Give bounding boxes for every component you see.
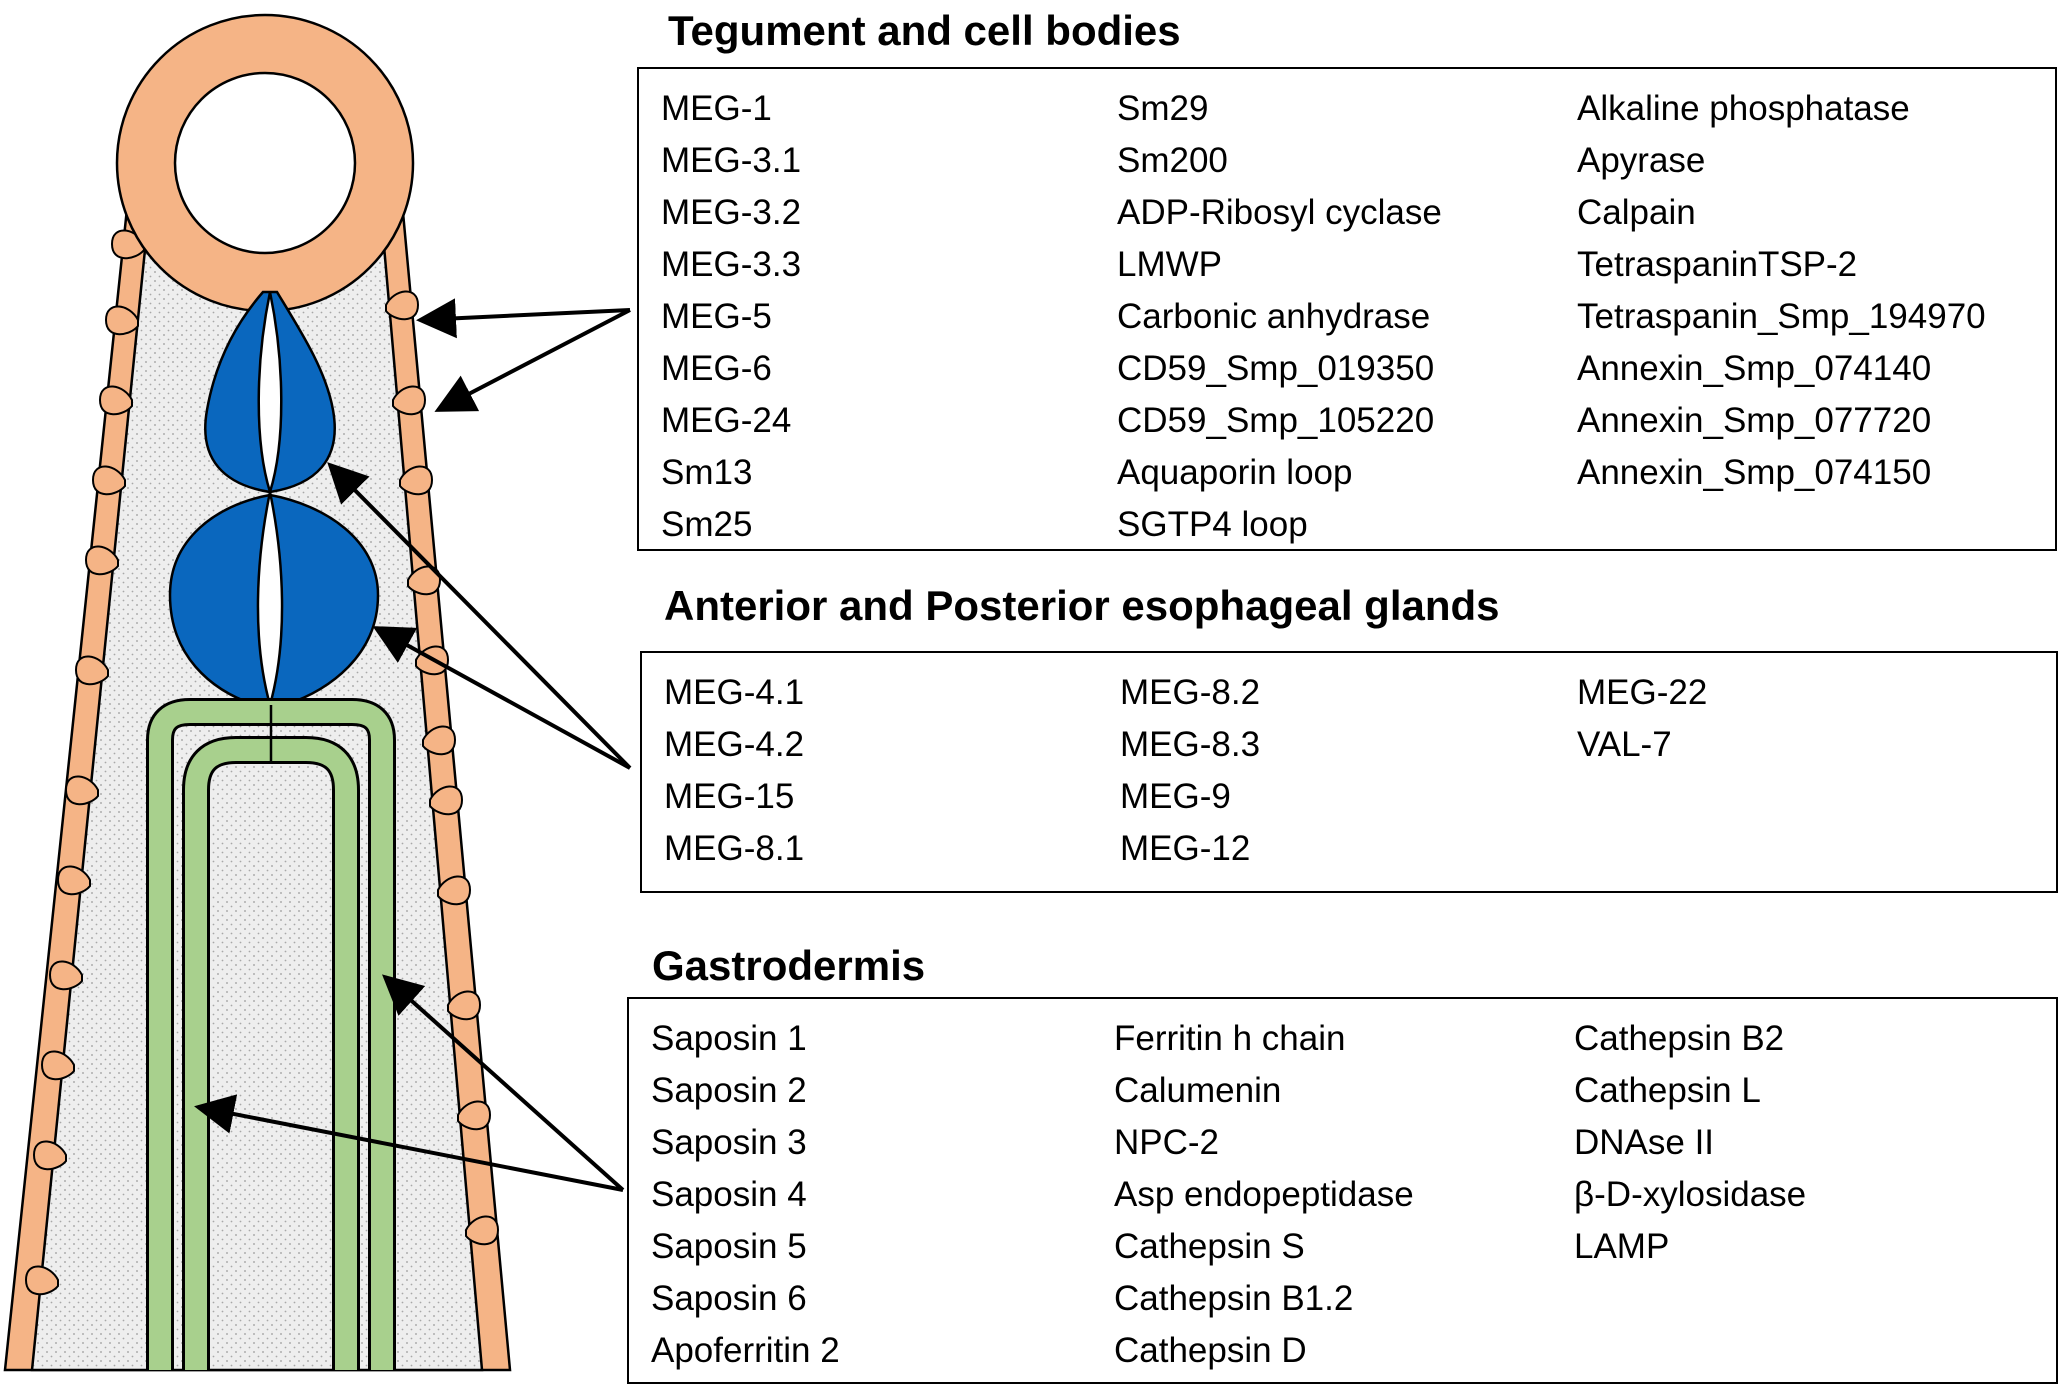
list-item: Cathepsin B2 <box>1574 1019 1785 1058</box>
list-item: MEG-15 <box>664 777 795 816</box>
glands-column-2: MEG-8.2 MEG-8.3 MEG-9 MEG-12 <box>1120 667 1260 875</box>
list-item: DNAse II <box>1574 1123 1715 1162</box>
arrow-gastrodermis-2 <box>194 1094 624 1192</box>
gastrodermis-caeca <box>146 698 396 1370</box>
list-item: Annexin_Smp_074150 <box>1577 453 1932 492</box>
arrow-gastrodermis-1 <box>382 974 625 1192</box>
list-item: MEG-8.2 <box>1120 673 1261 712</box>
list-item: VAL-7 <box>1577 725 1672 764</box>
list-item: Calumenin <box>1114 1071 1282 1110</box>
list-item: Asp endopeptidase <box>1114 1175 1414 1214</box>
list-item: Saposin 2 <box>651 1071 807 1110</box>
list-item: MEG-3.1 <box>661 141 802 180</box>
list-item: MEG-3.3 <box>661 245 802 284</box>
oral-sucker <box>115 13 415 313</box>
list-item: Saposin 6 <box>651 1279 807 1318</box>
section-title-esophageal-glands: Anterior and Posterior esophageal glands <box>664 582 1500 629</box>
list-item: Alkaline phosphatase <box>1577 89 1910 128</box>
list-item: MEG-24 <box>661 401 792 440</box>
section-title-tegument: Tegument and cell bodies <box>668 7 1181 54</box>
esophageal-glands-list-box: MEG-4.1 MEG-4.2 MEG-15 MEG-8.1 MEG-8.2 M… <box>640 651 2058 893</box>
list-item: Carbonic anhydrase <box>1117 297 1431 336</box>
tegument-list-box: MEG-1 MEG-3.1 MEG-3.2 MEG-3.3 MEG-5 MEG-… <box>637 67 2057 551</box>
list-item: Sm13 <box>661 453 753 492</box>
list-item: MEG-5 <box>661 297 772 336</box>
list-item: SGTP4 loop <box>1117 505 1308 544</box>
list-item: LAMP <box>1574 1227 1670 1266</box>
gastrodermis-column-3: Cathepsin B2 Cathepsin L DNAse II β-D-xy… <box>1574 1013 1806 1273</box>
list-item: TetraspaninTSP-2 <box>1577 245 1858 284</box>
list-item: MEG-12 <box>1120 829 1251 868</box>
arrow-tegument-2 <box>434 308 631 412</box>
arrow-tegument-1 <box>416 298 631 339</box>
list-item: Sm25 <box>661 505 753 544</box>
list-item: MEG-22 <box>1577 673 1708 712</box>
gastrodermis-column-1: Saposin 1 Saposin 2 Saposin 3 Saposin 4 … <box>651 1013 840 1377</box>
list-item: MEG-9 <box>1120 777 1231 816</box>
list-item: CD59_Smp_105220 <box>1117 401 1435 440</box>
pointer-arrows <box>194 298 632 1192</box>
list-item: MEG-8.3 <box>1120 725 1261 764</box>
tegument-column-1: MEG-1 MEG-3.1 MEG-3.2 MEG-3.3 MEG-5 MEG-… <box>661 83 801 551</box>
list-item: MEG-4.1 <box>664 673 805 712</box>
gastrodermis-list-box: Saposin 1 Saposin 2 Saposin 3 Saposin 4 … <box>627 997 2058 1384</box>
glands-column-3: MEG-22 VAL-7 <box>1577 667 1707 771</box>
list-item: Calpain <box>1577 193 1696 232</box>
list-item: Annexin_Smp_074140 <box>1577 349 1932 388</box>
list-item: MEG-8.1 <box>664 829 805 868</box>
list-item: Apyrase <box>1577 141 1706 180</box>
list-item: Cathepsin D <box>1114 1331 1307 1370</box>
list-item: β-D-xylosidase <box>1574 1175 1807 1214</box>
list-item: Aquaporin loop <box>1117 453 1353 492</box>
list-item: Saposin 3 <box>651 1123 807 1162</box>
list-item: LMWP <box>1117 245 1222 284</box>
list-item: CD59_Smp_019350 <box>1117 349 1435 388</box>
tegument-column-3: Alkaline phosphatase Apyrase Calpain Tet… <box>1577 83 1986 499</box>
list-item: Cathepsin S <box>1114 1227 1305 1266</box>
list-item: Annexin_Smp_077720 <box>1577 401 1932 440</box>
list-item: MEG-3.2 <box>661 193 802 232</box>
list-item: MEG-4.2 <box>664 725 805 764</box>
list-item: NPC-2 <box>1114 1123 1220 1162</box>
tegument-cell-bodies <box>24 229 500 1296</box>
list-item: Saposin 5 <box>651 1227 807 1266</box>
list-item: Apoferritin 2 <box>651 1331 840 1370</box>
list-item: MEG-6 <box>661 349 772 388</box>
arrow-gland-anterior <box>327 462 632 770</box>
list-item: MEG-1 <box>661 89 772 128</box>
list-item: Saposin 1 <box>651 1019 807 1058</box>
tegument-column-2: Sm29 Sm200 ADP-Ribosyl cyclase LMWP Carb… <box>1117 83 1442 551</box>
list-item: Saposin 4 <box>651 1175 807 1214</box>
arrow-gland-posterior <box>372 626 631 770</box>
list-item: Cathepsin B1.2 <box>1114 1279 1354 1318</box>
glands-column-1: MEG-4.1 MEG-4.2 MEG-15 MEG-8.1 <box>664 667 804 875</box>
list-item: Sm200 <box>1117 141 1228 180</box>
list-item: Cathepsin L <box>1574 1071 1761 1110</box>
esophageal-glands <box>168 290 380 710</box>
gastrodermis-column-2: Ferritin h chain Calumenin NPC-2 Asp end… <box>1114 1013 1414 1377</box>
list-item: Sm29 <box>1117 89 1209 128</box>
list-item: ADP-Ribosyl cyclase <box>1117 193 1442 232</box>
list-item: Ferritin h chain <box>1114 1019 1346 1058</box>
section-title-gastrodermis: Gastrodermis <box>652 942 926 989</box>
list-item: Tetraspanin_Smp_194970 <box>1577 297 1986 336</box>
